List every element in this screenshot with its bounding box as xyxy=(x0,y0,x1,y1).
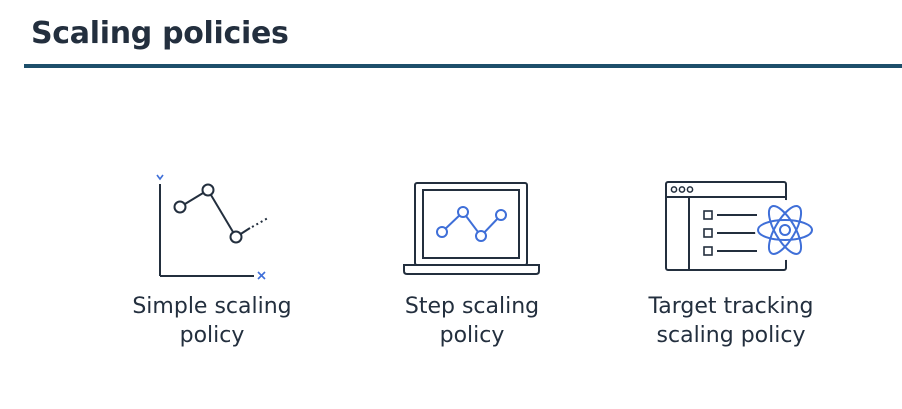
card-label: Simple scaling policy xyxy=(92,292,332,350)
card-label-line2: policy xyxy=(179,323,245,348)
step-scaling-policy-card: Step scaling policy xyxy=(352,170,592,370)
checklist-atom-window-icon xyxy=(665,181,815,271)
card-label-line2: scaling policy xyxy=(656,323,806,348)
page-title: Scaling policies xyxy=(31,16,289,51)
card-label-line2: policy xyxy=(439,323,505,348)
line-graph-icon xyxy=(156,174,269,280)
card-label-line1: Target tracking xyxy=(648,294,814,319)
card-label-line1: Step scaling xyxy=(404,294,540,319)
simple-scaling-policy-card: Simple scaling policy xyxy=(92,170,332,370)
card-label: Step scaling policy xyxy=(352,292,592,350)
card-label: Target tracking scaling policy xyxy=(611,292,851,350)
card-label-line1: Simple scaling xyxy=(132,294,292,319)
title-underline xyxy=(24,64,902,68)
target-tracking-scaling-policy-card: Target tracking scaling policy xyxy=(611,170,851,370)
laptop-graph-icon xyxy=(403,182,540,275)
